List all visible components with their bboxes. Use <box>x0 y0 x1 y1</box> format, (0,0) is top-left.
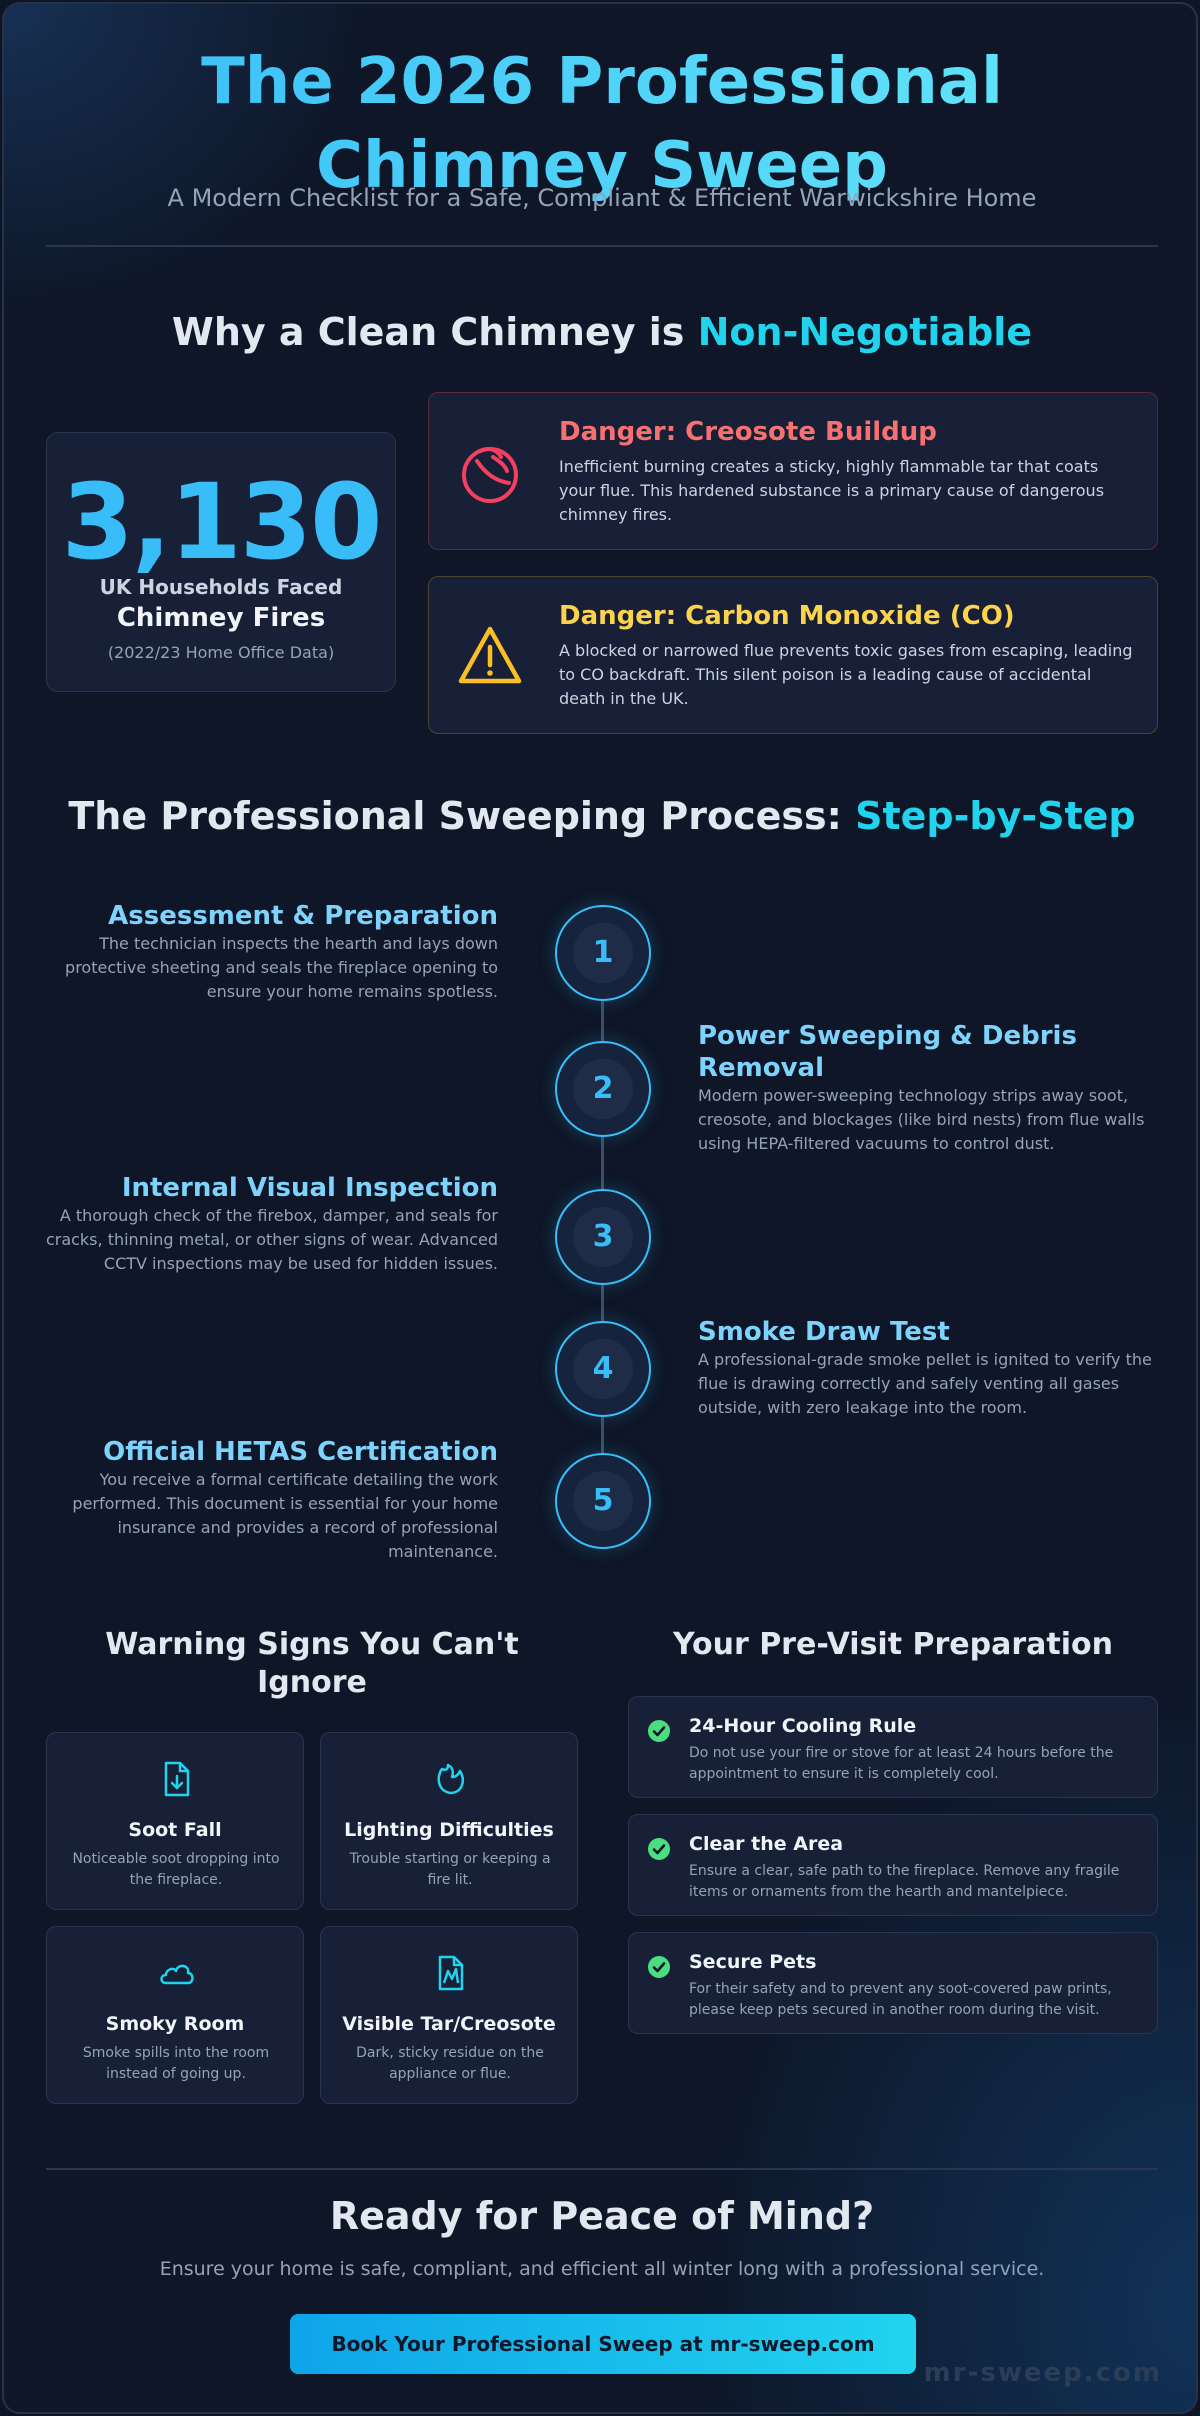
warning-title: Soot Fall <box>128 1819 222 1841</box>
stat-label-1: UK Households Faced <box>99 575 343 599</box>
prep-card-cooling: 24-Hour Cooling Rule Do not use your fir… <box>628 1696 1158 1798</box>
prep-card-clear-area: Clear the Area Ensure a clear, safe path… <box>628 1814 1158 1916</box>
stat-label-2: Chimney Fires <box>116 603 326 633</box>
cta-heading: Ready for Peace of Mind? <box>329 2194 875 2238</box>
flame-icon <box>437 1763 464 1795</box>
stat-number: 3,130 <box>61 461 383 583</box>
book-sweep-button[interactable]: Book Your Professional Sweep at mr-sweep… <box>290 2314 916 2374</box>
step-title-4: Smoke Draw Test <box>698 1317 950 1347</box>
danger-card-co: Danger: Carbon Monoxide (CO) A blocked o… <box>428 576 1158 734</box>
check-circle-icon <box>648 1720 670 1742</box>
step-number: 5 <box>573 1471 633 1531</box>
why-heading-accent: Non-Negotiable <box>697 310 1033 354</box>
step-marker-3: 3 <box>555 1189 651 1285</box>
prep-heading: Your Pre-Visit Preparation <box>673 1627 1113 1662</box>
step-marker-1: 1 <box>555 905 651 1001</box>
stat-source: (2022/23 Home Office Data) <box>107 643 335 662</box>
warning-card-lighting: Lighting Difficulties Trouble starting o… <box>320 1732 578 1910</box>
prep-title: Clear the Area <box>689 1833 844 1855</box>
prep-text: Ensure a clear, safe path to the firepla… <box>689 1863 1120 1900</box>
step-text-4: A professional-grade smoke pellet is ign… <box>698 1350 1152 1417</box>
prep-card-pets: Secure Pets For their safety and to prev… <box>628 1932 1158 2034</box>
cta-text: Ensure your home is safe, compliant, and… <box>159 2258 1045 2280</box>
step-title-2: Power Sweeping & Debris Removal <box>698 1021 1077 1083</box>
prep-title: 24-Hour Cooling Rule <box>689 1715 917 1737</box>
fire-icon <box>462 447 518 503</box>
warning-text: Trouble starting or keeping a fire lit. <box>349 1851 551 1888</box>
warning-title: Visible Tar/Creosote <box>342 2013 556 2035</box>
prep-text: Do not use your fire or stove for at lea… <box>689 1745 1114 1782</box>
why-heading: Why a Clean Chimney is Non-Negotiable <box>44 310 1160 354</box>
warning-card-tar: Visible Tar/Creosote Dark, sticky residu… <box>320 1926 578 2104</box>
danger-card-creosote: Danger: Creosote Buildup Inefficient bur… <box>428 392 1158 550</box>
warning-text: Noticeable soot dropping into the firepl… <box>72 1851 280 1888</box>
warning-text: Dark, sticky residue on the appliance or… <box>356 2045 544 2082</box>
document-tar-icon <box>438 1955 464 1991</box>
file-download-icon <box>164 1761 190 1797</box>
step-marker-4: 4 <box>555 1321 651 1417</box>
check-circle-icon <box>648 1956 670 1978</box>
warning-card-soot-fall: Soot Fall Noticeable soot dropping into … <box>46 1732 304 1910</box>
page-title: The 2026 Professional Chimney Sweep <box>44 40 1160 208</box>
prep-text: For their safety and to prevent any soot… <box>689 1981 1112 2018</box>
step-number: 2 <box>573 1059 633 1119</box>
step-title-1: Assessment & Preparation <box>108 901 498 931</box>
danger-title: Danger: Creosote Buildup <box>559 417 937 447</box>
step-number: 3 <box>573 1207 633 1267</box>
prep-title: Secure Pets <box>689 1951 817 1973</box>
danger-text: Inefficient burning creates a sticky, hi… <box>559 457 1105 524</box>
check-circle-icon <box>648 1838 670 1860</box>
process-heading-prefix: The Professional Sweeping Process: <box>68 794 856 838</box>
step-number: 4 <box>573 1339 633 1399</box>
warning-icon <box>458 626 522 684</box>
step-number: 1 <box>573 923 633 983</box>
step-text-5: You receive a formal certificate detaili… <box>72 1470 498 1561</box>
danger-title: Danger: Carbon Monoxide (CO) <box>559 601 1015 631</box>
stat-card: 3,130 UK Households Faced Chimney Fires … <box>46 432 396 692</box>
divider <box>46 245 1158 247</box>
warning-title: Smoky Room <box>105 2013 245 2035</box>
step-title-5: Official HETAS Certification <box>103 1437 498 1467</box>
warning-title: Lighting Difficulties <box>344 1819 554 1841</box>
danger-text: A blocked or narrowed flue prevents toxi… <box>559 641 1133 708</box>
step-text-3: A thorough check of the firebox, damper,… <box>45 1206 498 1273</box>
step-title-3: Internal Visual Inspection <box>121 1173 498 1203</box>
cloud-icon <box>160 1964 194 1985</box>
step-text-2: Modern power-sweeping technology strips … <box>698 1086 1145 1153</box>
process-heading-accent: Step-by-Step <box>855 794 1136 838</box>
warning-card-smoky-room: Smoky Room Smoke spills into the room in… <box>46 1926 304 2104</box>
step-marker-5: 5 <box>555 1453 651 1549</box>
warnings-heading: Warning Signs You Can't Ignore <box>105 1627 519 1700</box>
process-heading: The Professional Sweeping Process: Step-… <box>44 794 1160 838</box>
watermark: mr-sweep.com <box>923 2358 1162 2388</box>
page-subtitle: A Modern Checklist for a Safe, Compliant… <box>167 184 1037 212</box>
step-text-1: The technician inspects the hearth and l… <box>65 934 498 1001</box>
divider <box>46 2168 1158 2170</box>
why-heading-prefix: Why a Clean Chimney is <box>171 310 698 354</box>
step-marker-2: 2 <box>555 1041 651 1137</box>
warning-text: Smoke spills into the room instead of go… <box>82 2045 270 2082</box>
